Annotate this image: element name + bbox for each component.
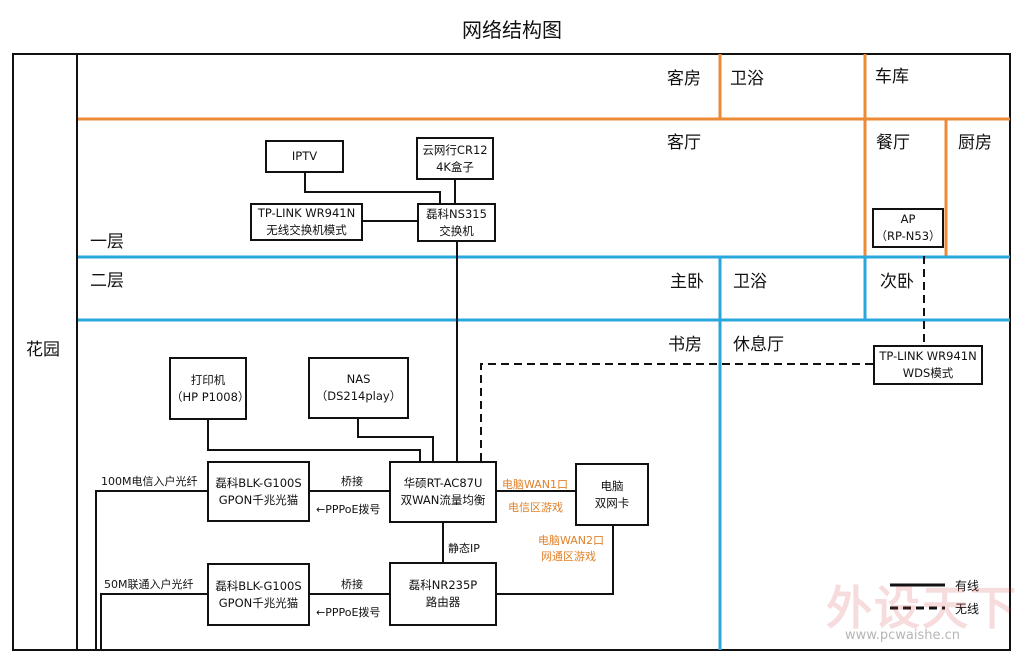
device-cr12: 云网行CR12 4K盒子 <box>416 137 494 180</box>
second-floor-walls <box>78 255 1010 650</box>
room-bath-1: 卫浴 <box>730 69 764 89</box>
garden-label: 花园 <box>26 340 60 360</box>
device-tplink-wds-desc: WDS模式 <box>902 366 954 380</box>
device-cr12-desc: 4K盒子 <box>436 159 474 174</box>
label-pppoe-1: ←PPPoE拨号 <box>316 503 381 516</box>
device-pc-name: 电脑 <box>600 478 624 493</box>
label-pc-wan2-sub: 网通区游戏 <box>541 550 596 563</box>
label-pc-wan2: 电脑WAN2口 <box>538 534 605 547</box>
room-dining: 餐厅 <box>876 133 910 153</box>
device-ap-name: AP <box>900 212 916 226</box>
label-pc-wan1-sub: 电信区游戏 <box>508 501 563 514</box>
device-nas-name: NAS <box>346 372 371 386</box>
label-fiber-unicom: 50M联通入户光纤 <box>104 578 194 591</box>
room-hall: 客厅 <box>667 133 701 153</box>
device-ns315-desc: 交换机 <box>439 223 474 238</box>
device-printer-desc: （HP P1008） <box>171 389 250 404</box>
device-asus-router-name: 华硕RT-AC87U <box>403 476 483 490</box>
device-ns315: 磊科NS315 交换机 <box>417 203 496 242</box>
first-floor-walls <box>78 54 1010 256</box>
diagram-title: 网络结构图 <box>462 18 562 42</box>
device-gpon-unicom-name: 磊科BLK-G100S <box>215 578 302 593</box>
label-bridge-1: 桥接 <box>341 475 363 488</box>
floor-2-label: 二层 <box>90 271 124 291</box>
device-printer: 打印机 （HP P1008） <box>169 357 250 420</box>
room-lounge: 休息厅 <box>733 335 784 355</box>
device-gpon-telecom: 磊科BLK-G100S GPON千兆光猫 <box>207 461 310 522</box>
device-tplink-switch-desc: 无线交换机模式 <box>266 223 347 237</box>
device-nr235p: 磊科NR235P 路由器 <box>389 562 497 626</box>
floor-1-label: 一层 <box>90 232 124 252</box>
device-tplink-wds: TP-LINK WR941N WDS模式 <box>873 345 983 385</box>
room-bath-2: 卫浴 <box>733 272 767 292</box>
device-gpon-unicom-desc: GPON千兆光猫 <box>218 595 299 610</box>
device-nas-desc: （DS214play） <box>315 389 402 403</box>
device-cr12-name: 云网行CR12 <box>422 142 488 157</box>
device-printer-name: 打印机 <box>190 372 226 387</box>
device-nr235p-name: 磊科NR235P <box>408 578 478 592</box>
room-garage: 车库 <box>875 67 909 87</box>
device-ap: AP （RP-N53） <box>872 208 944 248</box>
label-static-ip: 静态IP <box>448 542 480 555</box>
wireless-links <box>480 256 925 462</box>
device-asus-router: 华硕RT-AC87U 双WAN流量均衡 <box>389 461 497 523</box>
label-fiber-telecom: 100M电信入户光纤 <box>101 475 198 488</box>
room-guest: 客房 <box>667 69 701 89</box>
device-gpon-telecom-name: 磊科BLK-G100S <box>215 475 302 490</box>
room-master-bed: 主卧 <box>670 272 704 292</box>
device-nas: NAS （DS214play） <box>308 357 409 419</box>
device-ap-desc: （RP-N53） <box>875 229 941 243</box>
label-pc-wan1: 电脑WAN1口 <box>502 478 569 491</box>
room-kitchen: 厨房 <box>958 133 992 153</box>
device-iptv: IPTV <box>265 140 344 173</box>
legend-wireless-label: 无线 <box>955 602 980 616</box>
label-pppoe-2: ←PPPoE拨号 <box>316 606 381 619</box>
room-second-bed: 次卧 <box>880 272 914 292</box>
device-asus-router-desc: 双WAN流量均衡 <box>400 493 486 507</box>
device-gpon-unicom: 磊科BLK-G100S GPON千兆光猫 <box>207 563 310 626</box>
device-pc-desc: 双网卡 <box>594 495 630 510</box>
legend-wired-label: 有线 <box>955 579 980 593</box>
device-tplink-switch: TP-LINK WR941N 无线交换机模式 <box>250 203 363 241</box>
outer-frame <box>12 53 1011 651</box>
label-bridge-2: 桥接 <box>341 578 363 591</box>
device-ns315-name: 磊科NS315 <box>426 206 487 221</box>
device-gpon-telecom-desc: GPON千兆光猫 <box>218 492 299 507</box>
device-tplink-switch-name: TP-LINK WR941N <box>257 206 356 220</box>
device-tplink-wds-name: TP-LINK WR941N <box>879 349 977 363</box>
device-nr235p-desc: 路由器 <box>425 595 461 609</box>
wired-links <box>95 172 614 650</box>
device-iptv-name: IPTV <box>291 149 318 163</box>
room-study: 书房 <box>668 335 702 355</box>
device-pc: 电脑 双网卡 <box>575 463 649 526</box>
